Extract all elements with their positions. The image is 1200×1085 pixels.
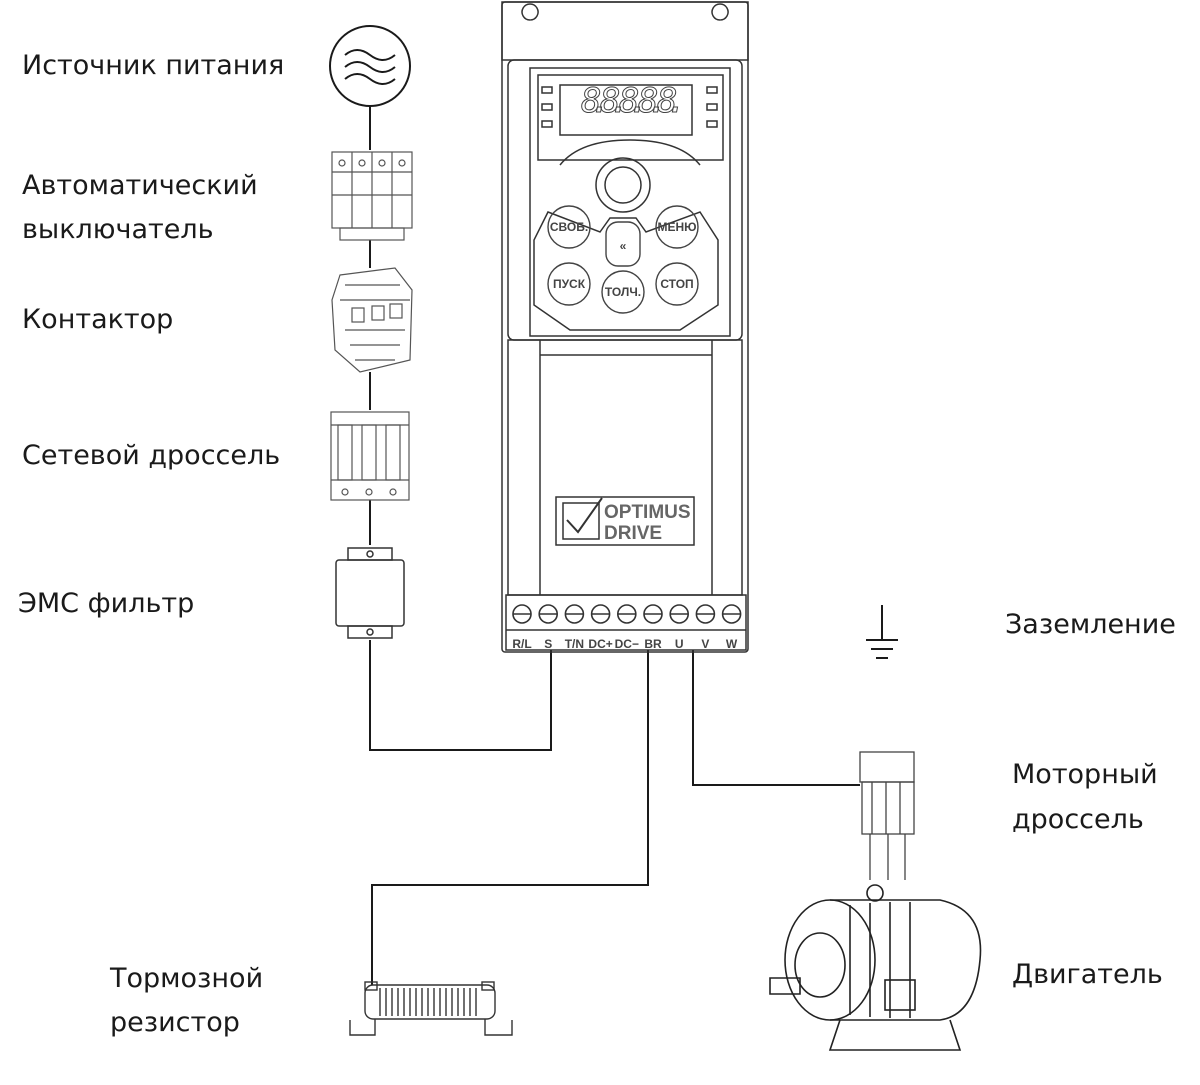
label-motor-reactor-line2: дроссель — [1012, 804, 1144, 835]
circuit-breaker-icon — [331, 151, 413, 241]
brake-resistor-icon — [349, 981, 513, 1036]
stop-button[interactable] — [655, 262, 699, 306]
label-breaker-line1: Автоматический — [22, 170, 258, 201]
terminal-label: R/L — [512, 637, 531, 651]
brand-line1: OPTIMUS — [604, 502, 691, 523]
keypad-buttons[interactable] — [547, 205, 699, 314]
menu-button[interactable] — [655, 205, 699, 249]
terminal-label: W — [726, 637, 738, 651]
terminal-screws: R/L S T/N DC+DC− BR U V W — [512, 604, 742, 651]
label-breaker-line2: выключатель — [22, 214, 214, 245]
terminal-label: V — [701, 637, 709, 651]
contactor-icon — [331, 267, 413, 373]
terminal-label: DC+ — [588, 637, 612, 651]
label-line-reactor: Сетевой дроссель — [22, 440, 281, 471]
run-button-label: ПУСК — [553, 277, 586, 291]
free-button-label: СВОБ. — [550, 220, 588, 234]
led-display: 8.8.8.8.8. — [581, 81, 689, 121]
supply-wire — [369, 105, 552, 751]
emc-filter-icon — [335, 547, 405, 639]
back-button-label: « — [620, 239, 627, 253]
jog-button[interactable] — [601, 270, 645, 314]
label-motor: Двигатель — [1012, 959, 1163, 990]
label-brake-resistor-line1: Тормозной — [110, 963, 264, 994]
terminal-cover — [507, 339, 743, 596]
label-brake-resistor-line2: резистор — [110, 1007, 240, 1038]
ground-icon — [866, 605, 898, 659]
label-emc-filter: ЭМС фильтр — [18, 588, 195, 619]
brake-wire — [371, 650, 649, 985]
checkmark-icon — [562, 502, 600, 540]
ac-source-icon — [329, 25, 411, 107]
back-button[interactable] — [605, 221, 641, 267]
label-motor-reactor-line1: Моторный — [1012, 759, 1158, 790]
wires — [369, 105, 860, 985]
brand-line2: DRIVE — [604, 523, 662, 544]
drive-top-bracket — [501, 1, 749, 61]
menu-button-label: МЕНЮ — [657, 220, 696, 234]
display-window — [537, 74, 724, 161]
run-button[interactable] — [547, 262, 591, 306]
stop-button-label: СТОП — [660, 277, 693, 291]
terminal-label: BR — [644, 637, 662, 651]
motor-wire — [692, 650, 860, 786]
terminal-label: T/N — [565, 637, 584, 651]
free-button[interactable] — [547, 205, 591, 249]
label-contactor: Контактор — [22, 304, 174, 335]
terminal-label: S — [544, 637, 552, 651]
label-power-source: Источник питания — [22, 50, 285, 81]
control-knob — [595, 157, 651, 213]
terminal-label: U — [675, 637, 684, 651]
motor-icon — [769, 884, 982, 1051]
jog-button-label: ТОЛЧ. — [605, 285, 641, 299]
frequency-drive — [501, 1, 749, 653]
terminal-label: DC− — [615, 637, 639, 651]
label-ground: Заземление — [1005, 609, 1176, 640]
keypad-panel — [529, 67, 731, 337]
motor-reactor-icon — [859, 751, 915, 880]
line-reactor-icon — [330, 411, 410, 501]
brand-plate — [555, 496, 695, 546]
terminal-block — [505, 594, 747, 651]
